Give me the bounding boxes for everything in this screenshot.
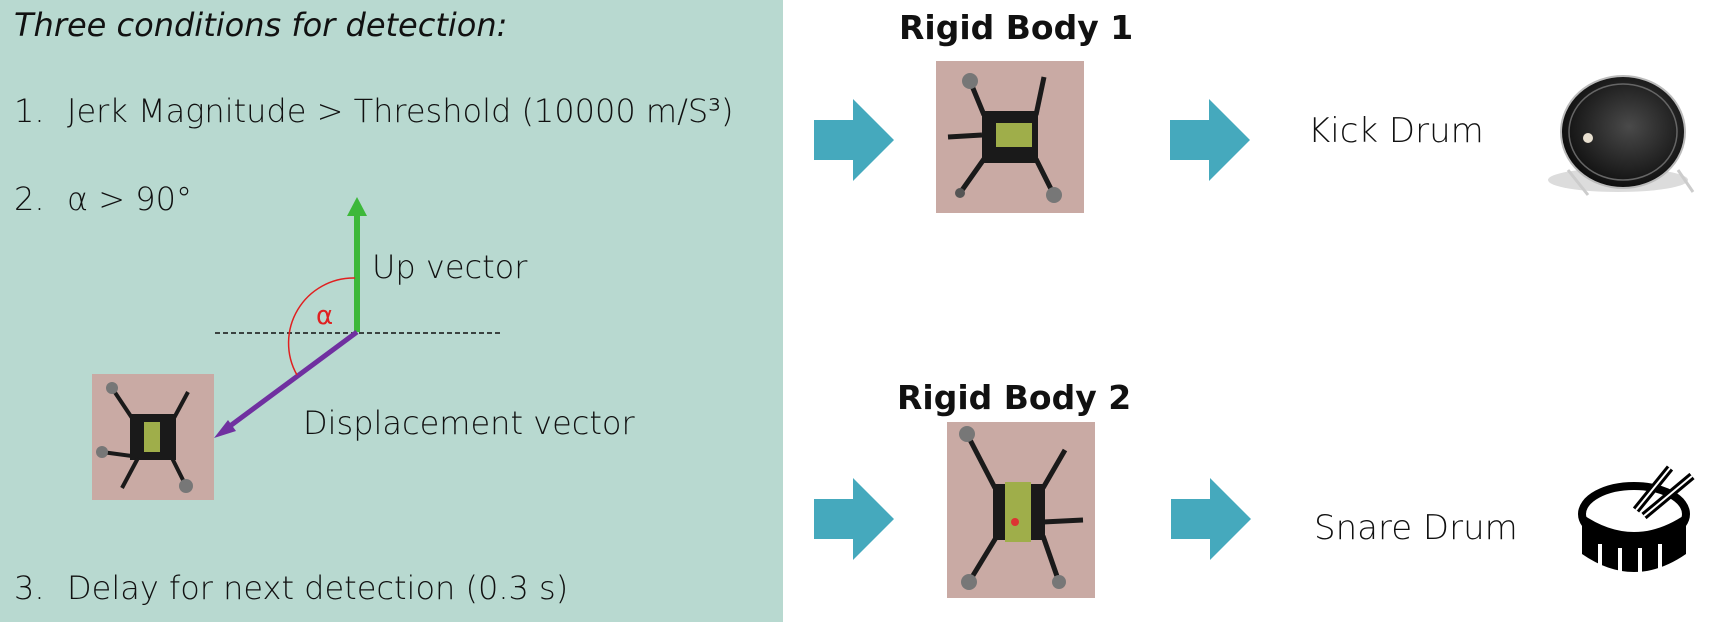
angle-arc: [287, 277, 356, 376]
up-vector-label: Up vector: [372, 248, 528, 286]
arrow-right-icon: [814, 478, 894, 560]
condition-text: α > 90°: [67, 180, 192, 218]
arrow-right-icon: [1170, 99, 1250, 181]
conditions-panel: [0, 0, 783, 622]
rigid-body-2-label: Rigid Body 2: [897, 378, 1132, 417]
vector-diagram: α: [214, 197, 500, 438]
rigid-body-1-photo: [936, 61, 1084, 213]
displacement-vector-arrow: [224, 329, 359, 432]
condition-text: Delay for next detection (0.3 s): [67, 569, 569, 607]
condition-number: 3.: [14, 569, 45, 607]
rigid-body-photo: [92, 374, 214, 500]
arrow-right-icon: [814, 99, 894, 181]
displacement-vector-label: Displacement vector: [303, 404, 635, 442]
condition-text: Jerk Magnitude > Threshold (10000 m/S³): [67, 92, 734, 130]
snare-drum-label: Snare Drum: [1314, 508, 1518, 548]
kick-drum-label: Kick Drum: [1308, 111, 1484, 151]
kick-drum-photo: [1548, 75, 1695, 196]
displacement-vector-arrowhead: [214, 420, 236, 438]
condition-number: 2.: [14, 180, 45, 218]
condition-number: 1.: [14, 92, 45, 130]
angle-symbol: α: [316, 301, 333, 331]
arrow-right-icon: [1171, 478, 1251, 560]
conditions-title: Three conditions for detection:: [14, 6, 508, 44]
up-vector-arrowhead: [347, 197, 367, 216]
rigid-body-2-photo: [947, 422, 1095, 598]
rigid-body-1-label: Rigid Body 1: [899, 8, 1134, 47]
snare-drum-icon: [1578, 465, 1695, 578]
